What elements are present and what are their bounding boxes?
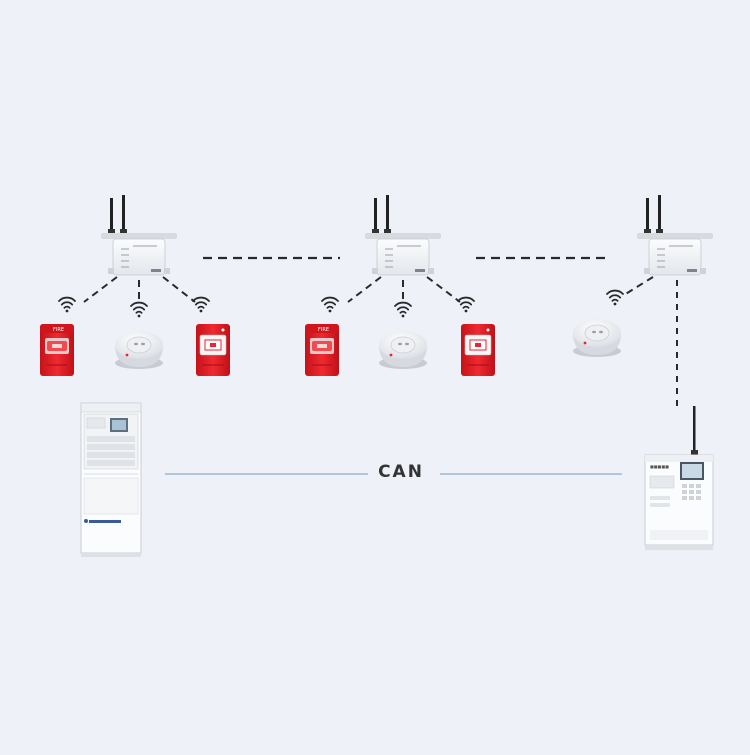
smoke-detector-icon: [378, 330, 428, 370]
link-dash: [623, 276, 654, 296]
wifi-icon: [321, 296, 339, 314]
can-bus-label: CAN: [378, 462, 424, 482]
smoke-detector-icon: [572, 318, 622, 358]
wireless-gateway: [100, 194, 178, 276]
manual-call-point-icon: [195, 323, 231, 377]
link-dash: [426, 276, 461, 303]
svg-text:■■■■■: ■■■■■: [650, 464, 669, 469]
wireless-gateway: [636, 194, 714, 276]
link-dash: [162, 276, 196, 303]
link-dash: [83, 276, 118, 303]
smoke-detector-icon: [114, 330, 164, 370]
link-dash: [347, 276, 382, 303]
wifi-icon: [192, 296, 210, 314]
sounder-strobe-icon: [39, 323, 75, 377]
sounder-strobe-icon: [304, 323, 340, 377]
wifi-icon: [457, 296, 475, 314]
wireless-fire-alarm-controller-icon: ■■■■■: [644, 406, 714, 550]
wifi-icon: [58, 296, 76, 314]
manual-call-point-icon: [460, 323, 496, 377]
wifi-icon: [606, 289, 624, 307]
wifi-icon: [394, 301, 412, 319]
wifi-icon: [130, 301, 148, 319]
fire-alarm-control-panel-icon: [80, 402, 142, 557]
wireless-gateway: [364, 194, 442, 276]
